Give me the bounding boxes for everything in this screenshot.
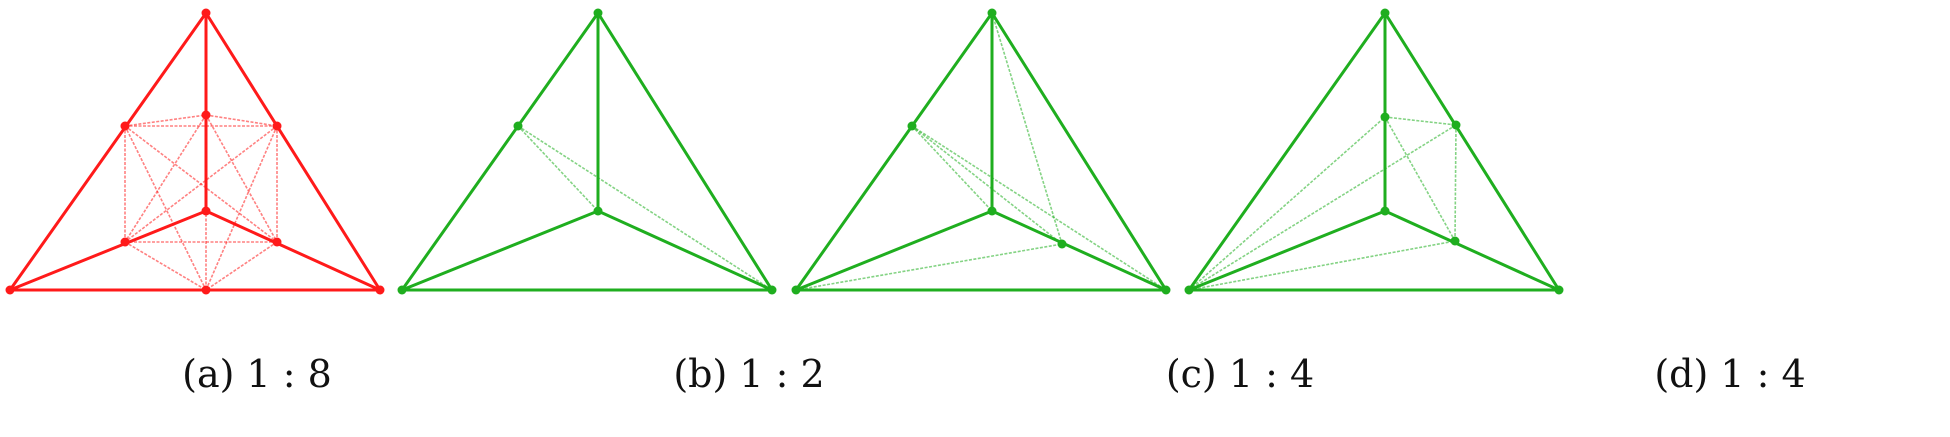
vertex-point: [1161, 285, 1171, 295]
subdivision-edge: [205, 125, 278, 291]
edge: [990, 209, 1168, 292]
caption-b: (b) 1 : 2: [673, 352, 825, 396]
vertex-point: [1380, 112, 1390, 122]
vertex-point: [397, 285, 407, 295]
subdivision-edge: [124, 125, 278, 243]
edge: [1383, 209, 1561, 292]
caption-d: (d) 1 : 4: [1654, 352, 1806, 396]
vertex-point: [1184, 285, 1194, 295]
panel-b-points: [397, 8, 777, 295]
panel-d-main-edges: [1187, 11, 1561, 292]
panel-a-subdivision-edges: [124, 114, 278, 291]
vertex-point: [1380, 8, 1390, 18]
panel-d: [1184, 8, 1564, 295]
edge: [1187, 11, 1387, 292]
subdivision-edge: [1188, 240, 1456, 291]
vertex-point: [907, 121, 917, 131]
edge: [204, 11, 382, 292]
panel-d-subdivision-edges: [1188, 116, 1457, 291]
subdivision-edge: [124, 125, 207, 291]
subdivision-edge: [124, 241, 207, 291]
panel-c-main-edges: [794, 11, 1168, 292]
edge: [1383, 11, 1561, 292]
subdivision-edge: [1188, 124, 1457, 291]
panel-c-subdivision-edges: [795, 12, 1167, 291]
subdivision-edge: [1384, 116, 1456, 242]
vertex-point: [1057, 239, 1067, 249]
vertex-point: [767, 285, 777, 295]
vertex-point: [987, 8, 997, 18]
subdivision-edge: [517, 125, 773, 291]
vertex-point: [272, 121, 282, 131]
vertex-point: [1380, 206, 1390, 216]
edge: [990, 11, 1168, 292]
vertex-point: [375, 285, 385, 295]
subdivision-edge: [911, 125, 1167, 291]
vertex-point: [1450, 236, 1460, 246]
panel-a-main-edges: [8, 11, 382, 292]
vertex-point: [120, 237, 130, 247]
subdivision-edge: [991, 12, 1063, 245]
vertex-point: [593, 8, 603, 18]
panel-b-subdivision-edges: [517, 125, 773, 291]
panel-a: [5, 8, 385, 295]
vertex-point: [987, 206, 997, 216]
edge: [400, 11, 600, 292]
vertex-point: [201, 285, 211, 295]
panel-b-main-edges: [400, 11, 774, 292]
subdivision-edge: [205, 241, 278, 291]
subdivision-edge: [205, 114, 278, 243]
subdivision-edge: [911, 125, 1063, 245]
vertex-point: [201, 206, 211, 216]
vertex-point: [120, 121, 130, 131]
subdivision-edge: [795, 243, 1063, 291]
edge: [596, 209, 774, 292]
edge: [1187, 209, 1387, 292]
subdivision-edge: [1188, 116, 1386, 291]
caption-a: (a) 1 : 8: [182, 352, 332, 396]
subdivision-edge: [205, 114, 278, 127]
edge: [596, 11, 774, 292]
subdivision-edge: [911, 125, 993, 212]
panel-a-points: [5, 8, 385, 295]
edge: [794, 11, 994, 292]
edge: [794, 209, 994, 292]
subdivision-edge: [517, 125, 599, 212]
subdivision-edge: [1454, 124, 1457, 242]
panel-b: [397, 8, 777, 295]
subdivision-edge: [124, 114, 207, 243]
panel-c: [791, 8, 1171, 295]
vertex-point: [1451, 120, 1461, 130]
edge: [8, 11, 208, 292]
edge: [400, 209, 600, 292]
vertex-point: [791, 285, 801, 295]
subdivision-edge: [124, 114, 207, 127]
edge: [204, 209, 382, 292]
vertex-point: [1554, 285, 1564, 295]
subdivision-edge: [1384, 116, 1457, 126]
vertex-point: [593, 206, 603, 216]
vertex-point: [513, 121, 523, 131]
vertex-point: [201, 8, 211, 18]
panel-d-points: [1184, 8, 1564, 295]
vertex-point: [201, 110, 211, 120]
vertex-point: [5, 285, 15, 295]
vertex-point: [272, 237, 282, 247]
caption-c: (c) 1 : 4: [1165, 352, 1315, 396]
panel-c-points: [791, 8, 1171, 295]
